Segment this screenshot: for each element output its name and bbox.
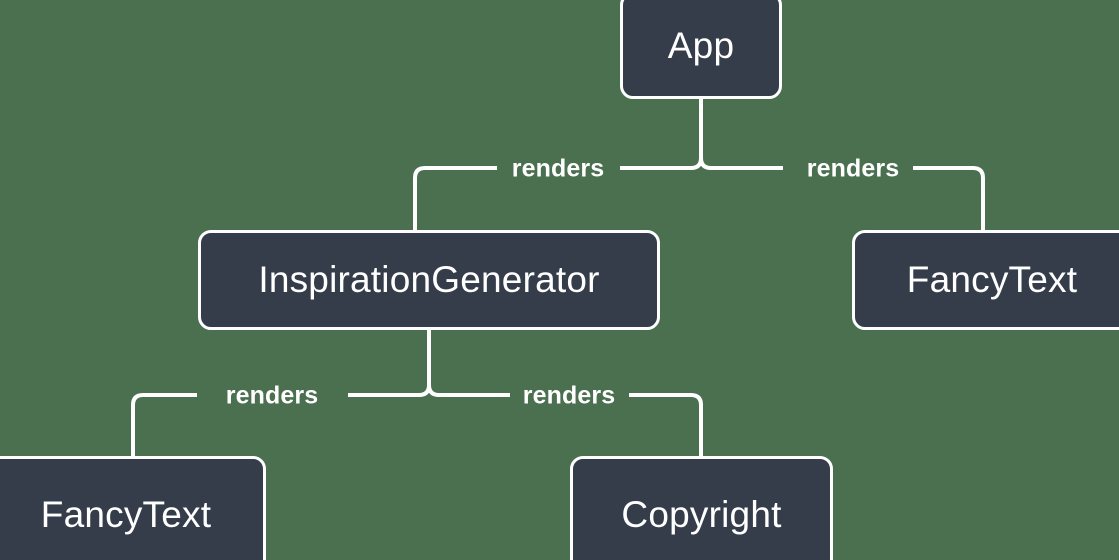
edge-app-to-inspiration-generator-tail bbox=[413, 166, 497, 230]
node-inspiration-generator-label: InspirationGenerator bbox=[258, 259, 600, 300]
edge-ig-to-fancytext-bottom-tail bbox=[131, 393, 197, 456]
edge-ig-to-copyright bbox=[427, 384, 510, 397]
node-app[interactable]: App bbox=[620, 0, 782, 99]
edge-app-to-fancytext-right-tail bbox=[913, 166, 985, 230]
node-copyright[interactable]: Copyright bbox=[570, 456, 833, 560]
node-fancytext-right[interactable]: FancyText bbox=[852, 230, 1119, 330]
edge-ig-to-copyright-tail bbox=[629, 393, 703, 456]
node-fancytext-right-label: FancyText bbox=[906, 259, 1078, 300]
edge-app-to-fancytext-right bbox=[699, 157, 783, 170]
edge-label-app-to-inspiration-generator: renders bbox=[511, 154, 605, 183]
node-inspiration-generator[interactable]: InspirationGenerator bbox=[198, 230, 660, 330]
edge-app-to-inspiration-generator bbox=[620, 157, 703, 170]
edge-ig-to-fancytext-bottom bbox=[348, 384, 431, 397]
edge-label-app-to-fancytext-right: renders bbox=[806, 154, 900, 183]
node-fancytext-bottom-label: FancyText bbox=[40, 494, 212, 535]
node-fancytext-bottom[interactable]: FancyText bbox=[0, 456, 266, 560]
node-app-label: App bbox=[667, 24, 735, 66]
edge-label-ig-to-copyright: renders bbox=[522, 381, 616, 410]
node-copyright-label: Copyright bbox=[621, 494, 782, 535]
edge-label-ig-to-fancytext-bottom: renders bbox=[225, 381, 319, 410]
